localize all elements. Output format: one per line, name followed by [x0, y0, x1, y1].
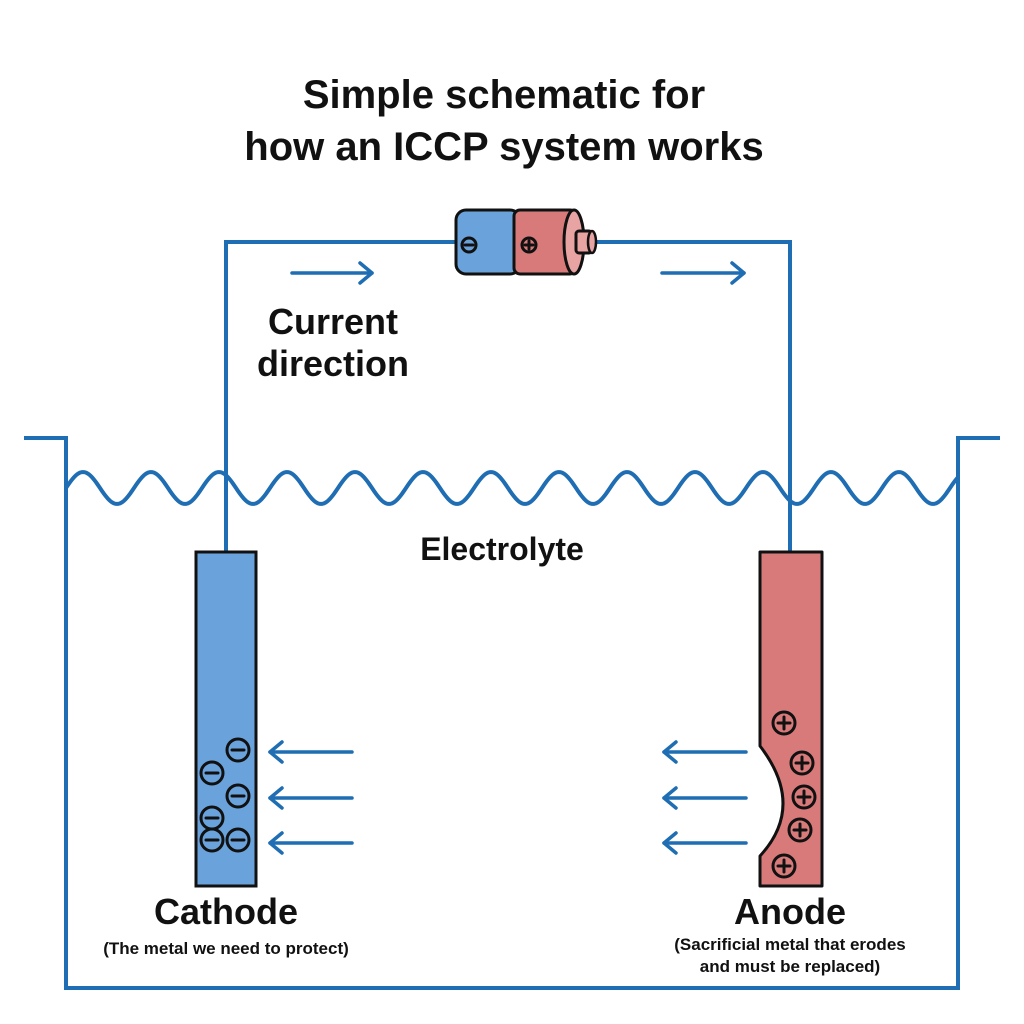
minus-sign-icon: [460, 236, 478, 254]
arrow-left-icon: [268, 740, 354, 764]
circuit-wire-right: [590, 240, 792, 552]
cathode-electrons: [199, 737, 251, 853]
battery-negative-half: [454, 208, 522, 276]
arrow-left-icon: [268, 831, 354, 855]
anode-label: Anode: [734, 891, 846, 932]
plus-sign-icon: [771, 710, 797, 736]
plus-sign-icon: [789, 750, 815, 776]
minus-sign-icon: [199, 827, 225, 853]
plus-sign-icon: [771, 853, 797, 879]
plus-sign-icon: [520, 236, 538, 254]
minus-sign-icon: [225, 737, 251, 763]
arrow-right-icon: [660, 261, 746, 285]
electrolyte-label: Electrolyte: [420, 531, 584, 567]
tank-outline: [24, 436, 1000, 990]
electrolyte-surface: [64, 470, 960, 506]
title-line-1: Simple schematic for: [303, 73, 705, 117]
circuit-wire-left: [224, 240, 456, 552]
cathode-electrode: [194, 550, 258, 888]
arrow-left-icon: [268, 786, 354, 810]
minus-sign-icon: [199, 760, 225, 786]
arrow-right-icon: [290, 261, 374, 285]
battery-icon: [454, 208, 598, 276]
minus-sign-icon: [225, 827, 251, 853]
anode-caption-line-1: (Sacrificial metal that erodes: [674, 935, 905, 954]
ion-flow-arrows: [268, 740, 748, 855]
anode-electrode: [758, 550, 824, 888]
arrow-left-icon: [662, 786, 748, 810]
battery-terminal-tip: [586, 229, 598, 255]
current-direction-line-1: Current: [268, 301, 398, 342]
anode-caption-line-2: and must be replaced): [700, 957, 880, 976]
plus-sign-icon: [791, 784, 817, 810]
anode-ions: [771, 710, 817, 879]
plus-sign-icon: [787, 817, 813, 843]
arrow-left-icon: [662, 831, 748, 855]
cathode-label: Cathode: [154, 891, 298, 932]
current-direction-line-2: direction: [257, 343, 409, 384]
title-line-2: how an ICCP system works: [244, 125, 763, 169]
cathode-caption: (The metal we need to protect): [103, 939, 349, 958]
minus-sign-icon: [225, 783, 251, 809]
arrow-left-icon: [662, 740, 748, 764]
